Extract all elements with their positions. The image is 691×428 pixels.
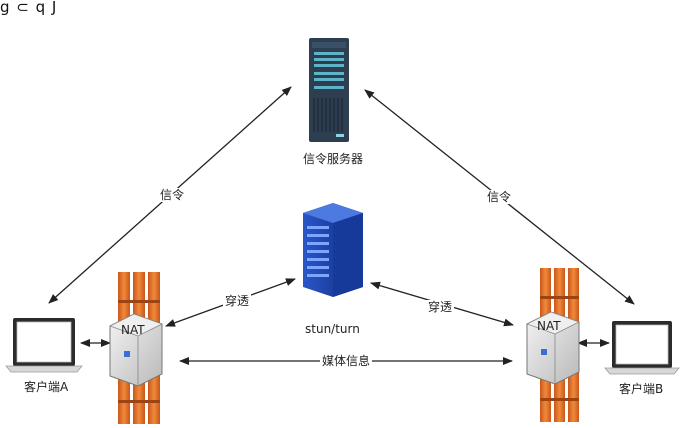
edge-label-traverse-right: 穿透 bbox=[426, 300, 455, 314]
blue-server-icon bbox=[303, 203, 363, 297]
client-b-label: 客户端B bbox=[619, 382, 664, 396]
edge-label-media: 媒体信息 bbox=[320, 354, 373, 368]
server-rack-icon bbox=[309, 38, 349, 142]
edge-label-signal-left: 信令 bbox=[158, 188, 187, 202]
laptop-icon bbox=[5, 318, 83, 373]
edge-label-signal-right: 信令 bbox=[485, 190, 514, 204]
nat-b-label: NAT bbox=[537, 319, 561, 333]
client-a-label: 客户端A bbox=[24, 380, 69, 394]
turn-server-label: stun/turn bbox=[305, 322, 360, 336]
edge-label-traverse-left: 穿透 bbox=[223, 294, 252, 308]
signal-server-label: 信令服务器 bbox=[303, 152, 364, 166]
cropped-heading-fragment: g ⊂ q J bbox=[0, 0, 58, 16]
laptop-icon bbox=[604, 321, 680, 375]
nat-a-label: NAT bbox=[121, 323, 145, 337]
nat-router-icon bbox=[525, 311, 581, 385]
nat-router-icon bbox=[108, 313, 164, 387]
